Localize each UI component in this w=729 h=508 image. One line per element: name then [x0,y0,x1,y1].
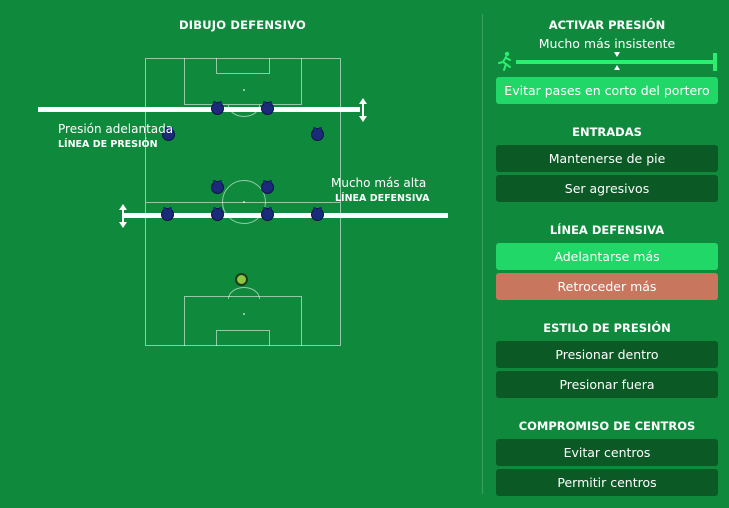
stop-crosses-button[interactable]: Evitar centros [496,439,718,466]
six-yard-box-top [216,58,270,74]
press-line-sublabel: LÍNEA DE PRESIÓN [58,139,158,150]
section-title-tackling: ENTRADAS [572,125,642,139]
defensive-line-drag-icon[interactable] [118,204,128,228]
defensive-line-sublabel: LÍNEA DEFENSIVA [335,193,430,204]
player-defender-4 [311,207,324,221]
six-yard-box-bottom [216,330,270,346]
center-circle [222,180,266,224]
player-forward-right [261,101,274,115]
press-line-drag-icon[interactable] [358,98,368,122]
player-goalkeeper [235,273,248,286]
avoid-short-gk-passes-button[interactable]: Evitar pases en corto del portero [496,77,718,104]
press-line-label: Presión adelantada [58,122,174,136]
left-title: DIBUJO DEFENSIVO [179,18,306,32]
section-title-defensive-line: LÍNEA DEFENSIVA [549,223,665,237]
player-midfield-right [261,180,274,194]
player-defender-1 [161,207,174,221]
press-slider-value: Mucho más insistente [538,36,676,51]
section-title-activate-press: ACTIVAR PRESIÓN [548,18,666,32]
center-spot [243,201,245,203]
drop-off-more-button[interactable]: Retroceder más [496,273,718,300]
player-wing-right [311,127,324,141]
press-inside-button[interactable]: Presionar dentro [496,341,718,368]
press-line-bar[interactable] [38,107,360,112]
press-slider-track[interactable] [516,60,716,64]
press-outside-button[interactable]: Presionar fuera [496,371,718,398]
penalty-box-top [184,58,302,105]
defensive-line-label: Mucho más alta [331,176,427,190]
pitch [145,58,341,346]
get-stuck-in-button[interactable]: Ser agresivos [496,175,718,202]
section-title-press-style: ESTILO DE PRESIÓN [543,321,671,335]
stay-on-feet-button[interactable]: Mantenerse de pie [496,145,718,172]
allow-crosses-button[interactable]: Permitir centros [496,469,718,496]
penalty-spot-bottom [243,313,245,315]
penalty-spot-top [243,89,245,91]
player-forward-left [211,101,224,115]
section-title-crossing: COMPROMISO DE CENTROS [518,419,696,433]
player-midfield-left [211,180,224,194]
slider-marker-bottom-icon [614,65,620,70]
player-defender-3 [261,207,274,221]
step-up-more-button[interactable]: Adelantarse más [496,243,718,270]
player-defender-2 [211,207,224,221]
panel-divider [482,14,483,494]
running-player-icon [498,51,511,71]
player-wing-left [162,127,175,141]
slider-marker-top-icon [614,52,620,57]
press-slider-handle[interactable] [713,53,717,71]
defensive-line-bar[interactable] [122,213,448,218]
